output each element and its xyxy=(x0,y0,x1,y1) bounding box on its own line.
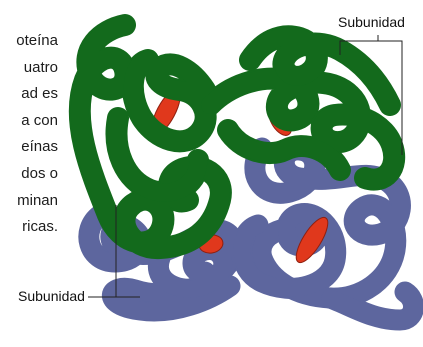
subunit-label-top: Subunidad xyxy=(338,14,405,30)
subunit-label-bottom: Subunidad xyxy=(18,288,85,304)
